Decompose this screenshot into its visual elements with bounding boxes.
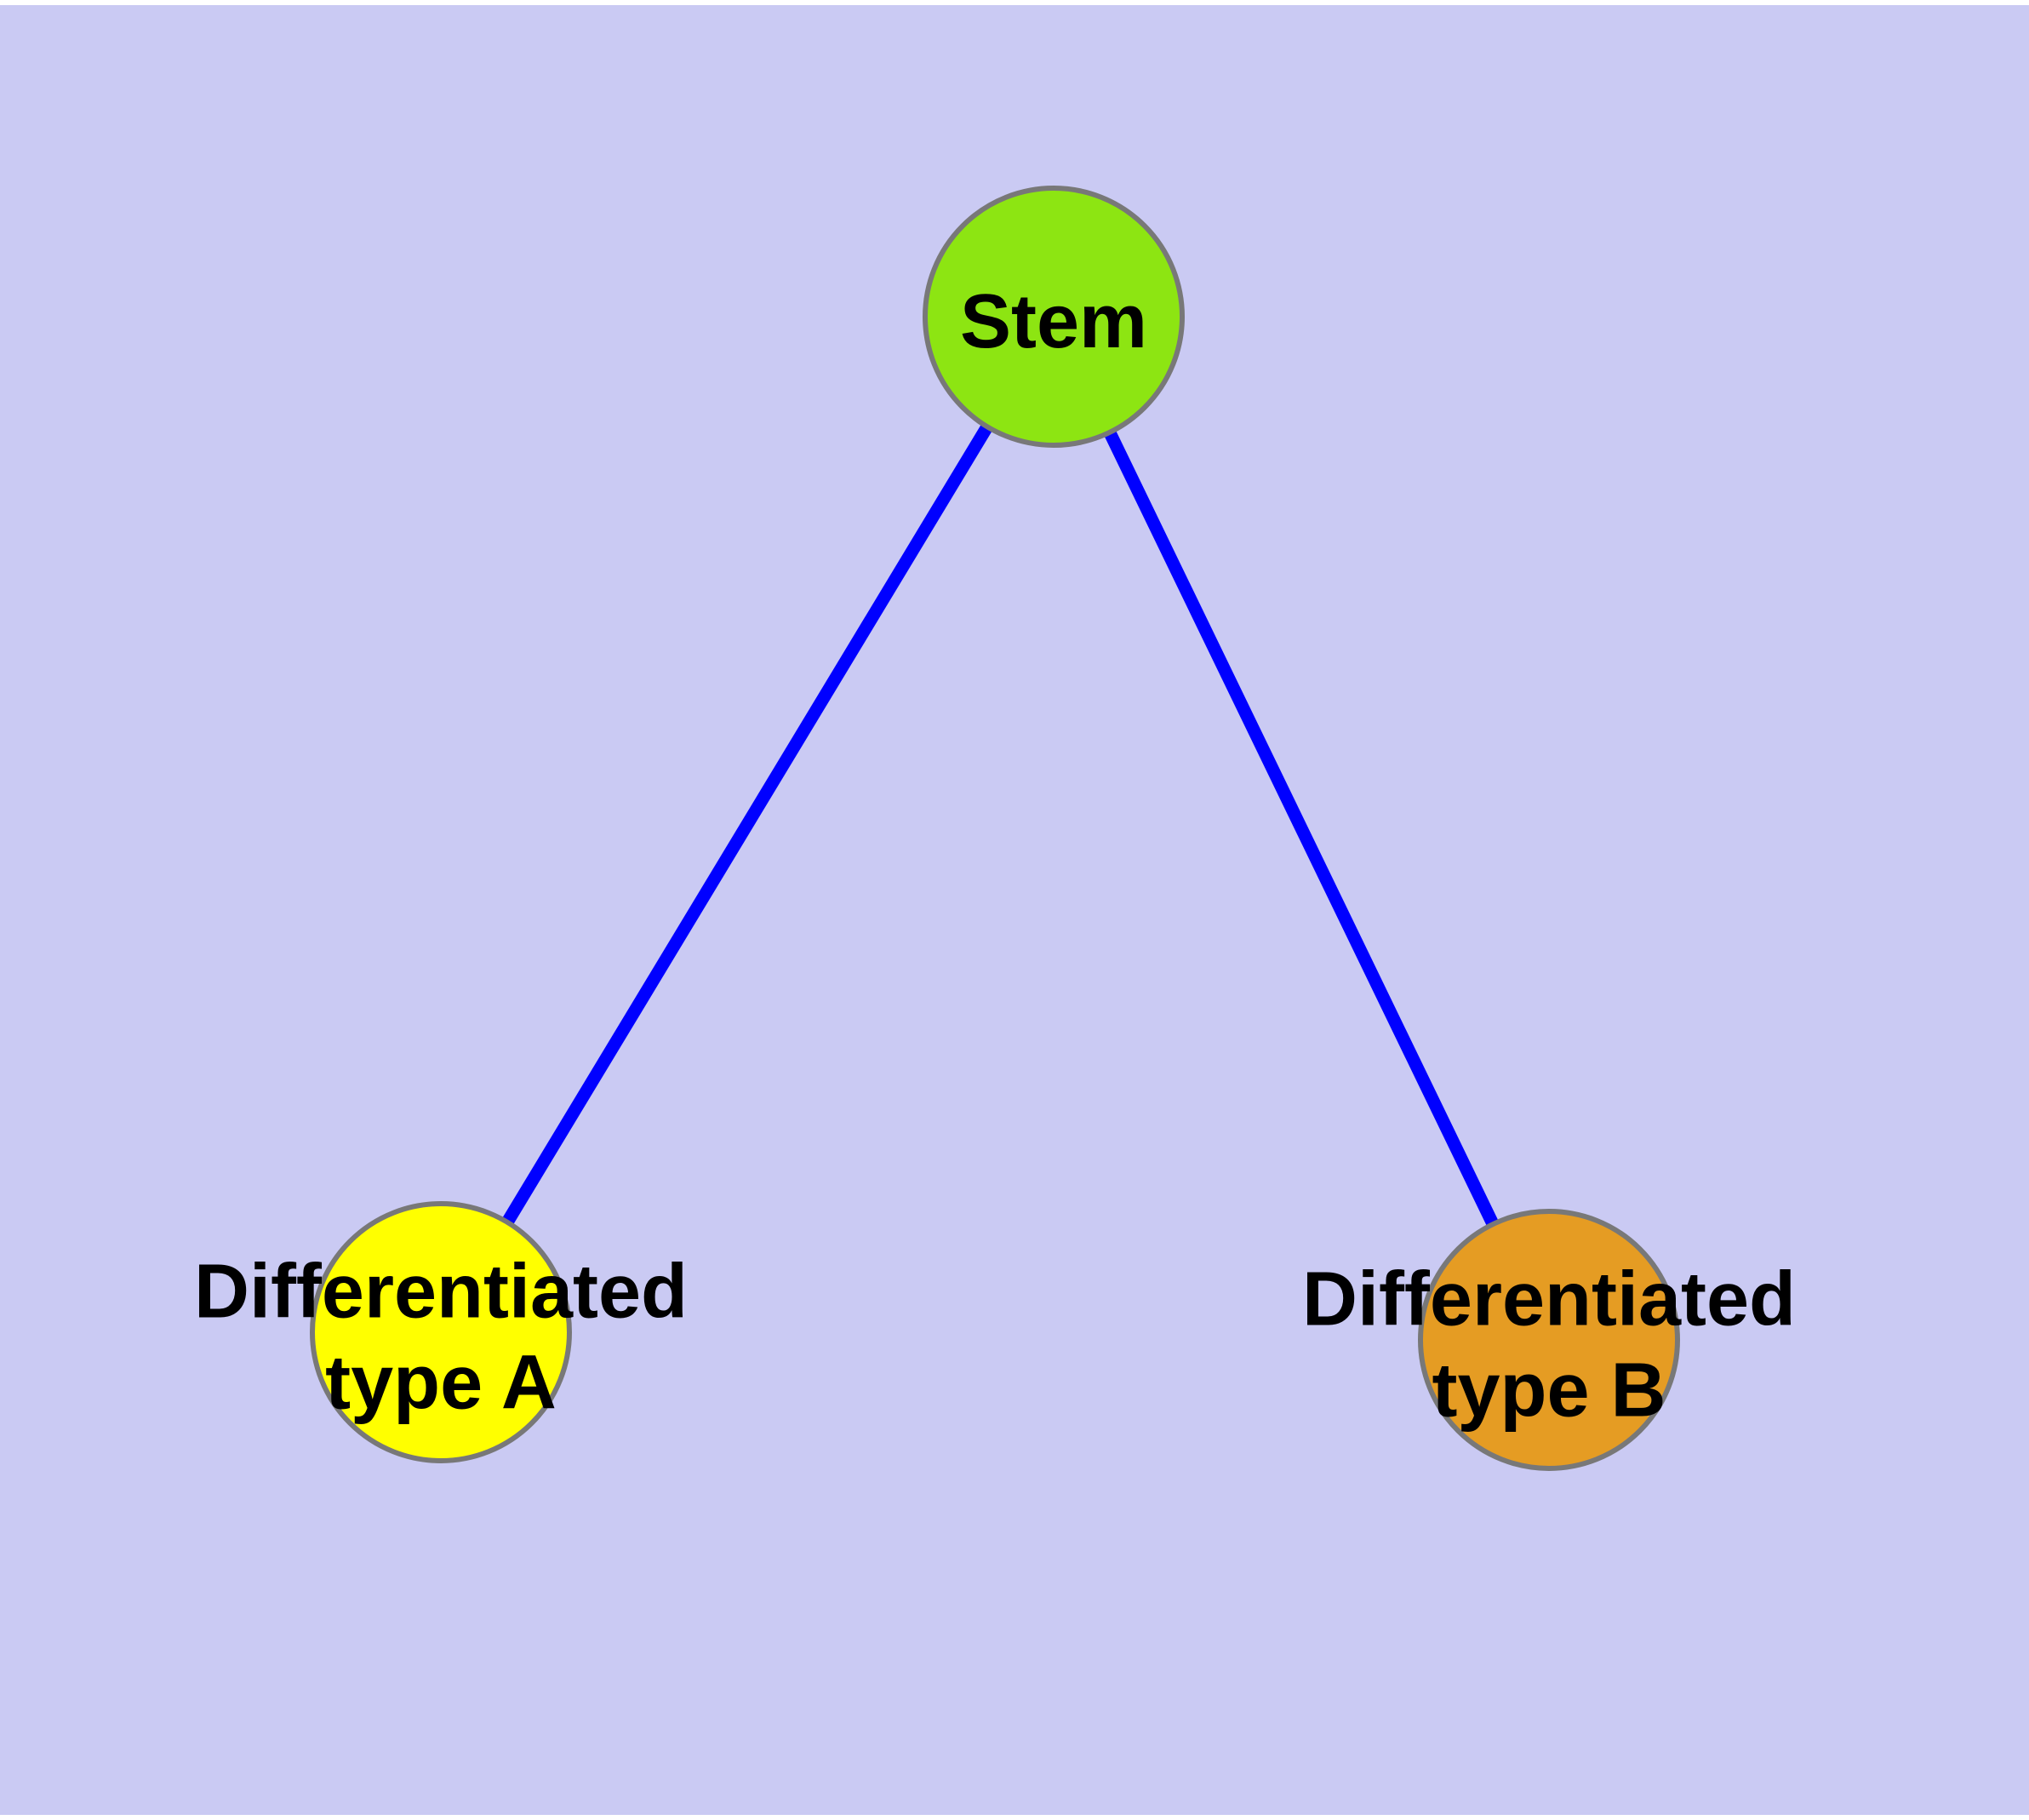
top-margin (0, 0, 2029, 5)
bottom-margin (0, 1815, 2029, 1820)
node-typeA-circle (310, 1201, 572, 1463)
node-typeB-label-line1: Differentiated (1302, 1257, 1796, 1342)
edge-stem-typeA (435, 313, 1060, 1336)
node-typeB-circle (1418, 1209, 1680, 1471)
edge-stem-typeB (1048, 313, 1555, 1343)
node-stem-label-line1: Stem (960, 279, 1147, 364)
node-typeB-label-line2: type B (1432, 1348, 1666, 1434)
edges-layer (435, 313, 1555, 1343)
nodes-layer (310, 186, 1680, 1471)
node-typeA-label-line2: type A (325, 1341, 557, 1426)
node-stem-circle (923, 186, 1185, 448)
node-typeA-label-line1: Differentiated (194, 1250, 688, 1335)
